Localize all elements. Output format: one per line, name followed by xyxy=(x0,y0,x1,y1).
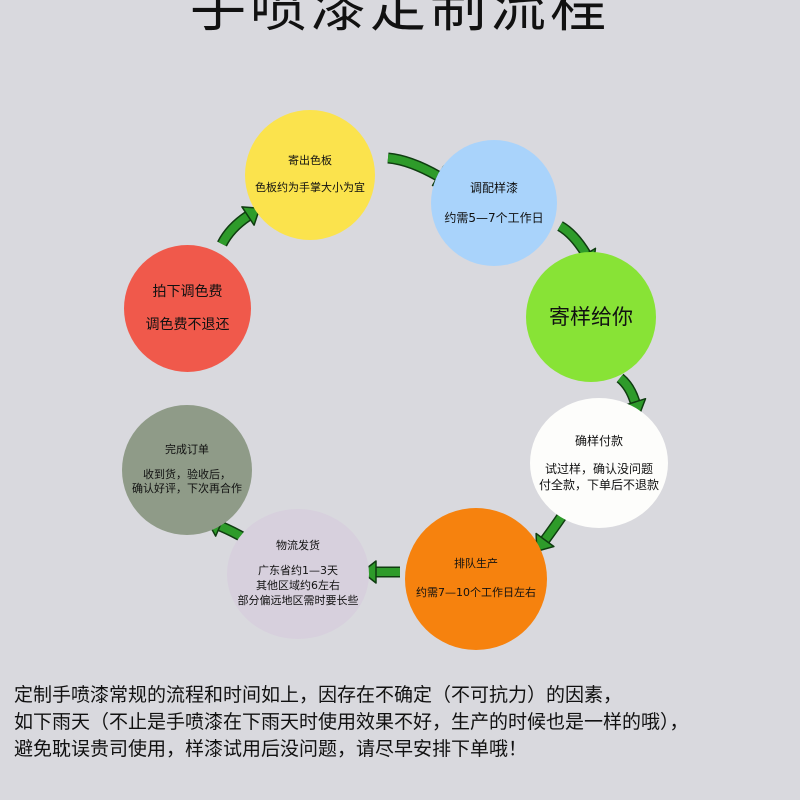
step-detail: 约需7—10个工作日左右 xyxy=(416,586,536,599)
arrow-fee-to-send xyxy=(217,206,261,247)
step-pay-color-mixing-fee: 拍下调色费 调色费不退还 xyxy=(124,245,251,372)
step-logistics-shipping: 物流发货 广东省约1—3天 其他区域约6左右 部分偏远地区需时要长些 xyxy=(227,509,369,639)
step-title: 物流发货 xyxy=(276,539,320,553)
step-title: 确样付款 xyxy=(574,433,623,448)
step-detail: 试过样，确认没问题 xyxy=(544,461,653,476)
step-title: 排队生产 xyxy=(454,557,498,571)
step-detail: 部分偏远地区需时要长些 xyxy=(237,593,359,607)
flow-arrows xyxy=(206,152,647,584)
step-confirm-and-pay: 确样付款 试过样，确认没问题 付全款，下单后不退款 xyxy=(530,398,668,528)
step-mix-sample-paint: 调配样漆 约需5—7个工作日 xyxy=(431,140,557,266)
step-title: 完成订单 xyxy=(165,442,209,456)
step-detail: 付全款，下单后不退款 xyxy=(538,478,659,493)
step-send-color-sample: 寄出色板 色板约为手掌大小为宜 xyxy=(245,110,375,240)
step-detail: 确认好评，下次再合作 xyxy=(132,482,242,496)
step-send-sample-to-you: 寄样给你 xyxy=(526,252,656,382)
step-queue-production: 排队生产 约需7—10个工作日左右 xyxy=(405,508,547,650)
step-detail: 收到货，验收后， xyxy=(143,467,231,481)
footer-line: 如下雨天（不止是手喷漆在下雨天时使用效果不好，生产的时候也是一样的哦）， xyxy=(14,711,689,733)
arrow-queue-to-ship xyxy=(361,560,401,584)
step-detail: 广东省约1—3天 xyxy=(258,564,338,578)
step-detail: 调色费不退还 xyxy=(145,316,230,333)
arrow-confirm-to-queue xyxy=(535,512,567,553)
step-detail: 其他区域约6左右 xyxy=(256,579,340,592)
step-title: 寄样给你 xyxy=(549,304,633,329)
step-title: 调配样漆 xyxy=(469,180,518,195)
step-detail: 约需5—7个工作日 xyxy=(444,211,544,225)
footer-line: 定制手喷漆常规的流程和时间如上，因存在不确定（不可抗力）的因素， xyxy=(14,684,623,706)
step-detail: 色板约为手掌大小为宜 xyxy=(255,181,365,194)
step-complete-order: 完成订单 收到货，验收后， 确认好评，下次再合作 xyxy=(122,405,252,535)
footer-note: 定制手喷漆常规的流程和时间如上，因存在不确定（不可抗力）的因素， 如下雨天（不止… xyxy=(14,682,794,763)
footer-line: 避免耽误贵司使用，样漆试用后没问题，请尽早安排下单哦！ xyxy=(14,738,528,760)
page-title: 手喷漆定制流程 xyxy=(190,0,610,40)
step-title: 拍下调色费 xyxy=(152,283,223,300)
step-title: 寄出色板 xyxy=(288,154,332,168)
